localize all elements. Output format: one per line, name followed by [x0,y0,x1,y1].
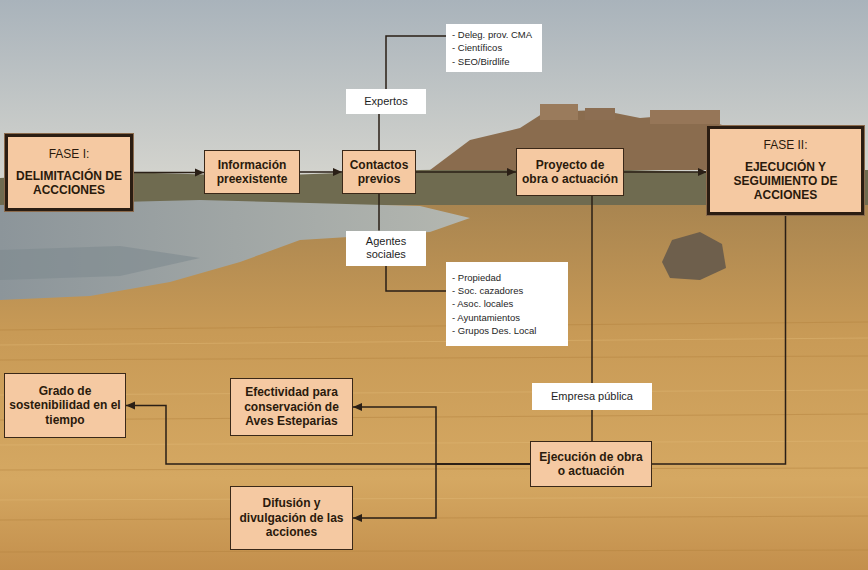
pond [0,200,470,300]
ruin-building [540,104,578,120]
arrowhead [333,168,342,176]
node-text: FASE II: [716,138,855,152]
process-box: Difusión y divulgación de las acciones [230,486,353,550]
node-text: - Ayuntamientos [452,311,562,324]
connector-line [591,196,593,383]
ruin-building [585,108,615,120]
connector [300,168,342,176]
node-text: - Propiedad [452,271,562,284]
node-text: Proyecto de obra o actuación [521,158,619,187]
node-text: EJECUCIÓN Y SEGUIMIENTO DE ACCIONES [716,160,855,203]
arrowhead [353,403,362,411]
node-text: Contactos previos [347,158,411,187]
connector [652,215,786,464]
node-text: Empresa pública [536,390,648,403]
node-text: - SEO/Birdlife [452,55,536,68]
wheat-texture [0,322,868,552]
arrowhead [126,402,135,410]
arrowhead [698,168,707,176]
node-text: - Grupos Des. Local [452,324,562,337]
connector [416,168,516,176]
connector [386,36,446,89]
connector-line [652,215,786,464]
node-text: - Soc. cazadores [452,284,562,297]
connector-line [353,407,530,464]
connector [386,266,446,292]
node-text: Grado de sostenibilidad en el tiempo [9,384,121,427]
node-text: - Asoc. locales [452,297,562,310]
ruin-building [650,110,720,124]
node-text: - Deleg. prov. CMA [452,28,536,41]
connector [592,196,593,383]
phase-box: FASE II: EJECUCIÓN Y SEGUIMIENTO DE ACCIO… [707,126,864,215]
arrowhead [353,514,362,522]
connector [353,403,530,464]
list-box: - Deleg. prov. CMA- Científicos- SEO/Bir… [446,24,542,72]
label-box: Empresa pública [532,383,652,410]
process-box: Información preexistente [204,150,300,194]
connector [592,410,593,441]
node-text: Efectividad para conservación de Aves Es… [235,385,348,428]
node-text: Agentes sociales [350,235,422,261]
connector [353,464,530,522]
connector-line [133,172,204,174]
connector [379,194,380,231]
connector-line [353,464,530,518]
arrowhead [195,169,204,177]
node-text: Ejecución de obra o actuación [535,450,647,479]
connector-line [386,266,446,292]
process-box: Contactos previos [342,150,416,194]
connector-line [386,36,446,89]
process-box: Efectividad para conservación de Aves Es… [230,378,353,436]
connector-line [416,171,516,173]
wheat-highlights [0,338,868,500]
node-text: Información preexistente [209,158,295,187]
node-text: Difusión y divulgación de las acciones [235,496,348,539]
process-box: Grado de sostenibilidad en el tiempo [4,373,126,438]
node-text: - Científicos [452,41,536,54]
pond-shade [0,246,200,280]
connector-line [378,194,380,231]
rock [662,232,726,280]
connector [379,114,380,150]
node-text: FASE I: [14,147,124,161]
label-box: Agentes sociales [346,231,426,266]
arrowhead [507,168,516,176]
connector [624,168,707,176]
process-box: Proyecto de obra o actuación [516,148,624,196]
connector-line [591,410,593,441]
process-box: Ejecución de obra o actuación [530,441,652,487]
connector [133,169,204,177]
phase-box: FASE I: DELIMITACIÓN DE ACCCIONES [5,134,133,211]
label-box: Expertos [346,89,426,114]
connector-line [378,114,380,150]
connector-line [624,171,707,173]
list-box: - Propiedad- Soc. cazadores- Asoc. local… [446,262,568,346]
node-text: Expertos [350,95,422,108]
wheat-field [0,205,868,570]
node-text: DELIMITACIÓN DE ACCCIONES [14,169,124,198]
